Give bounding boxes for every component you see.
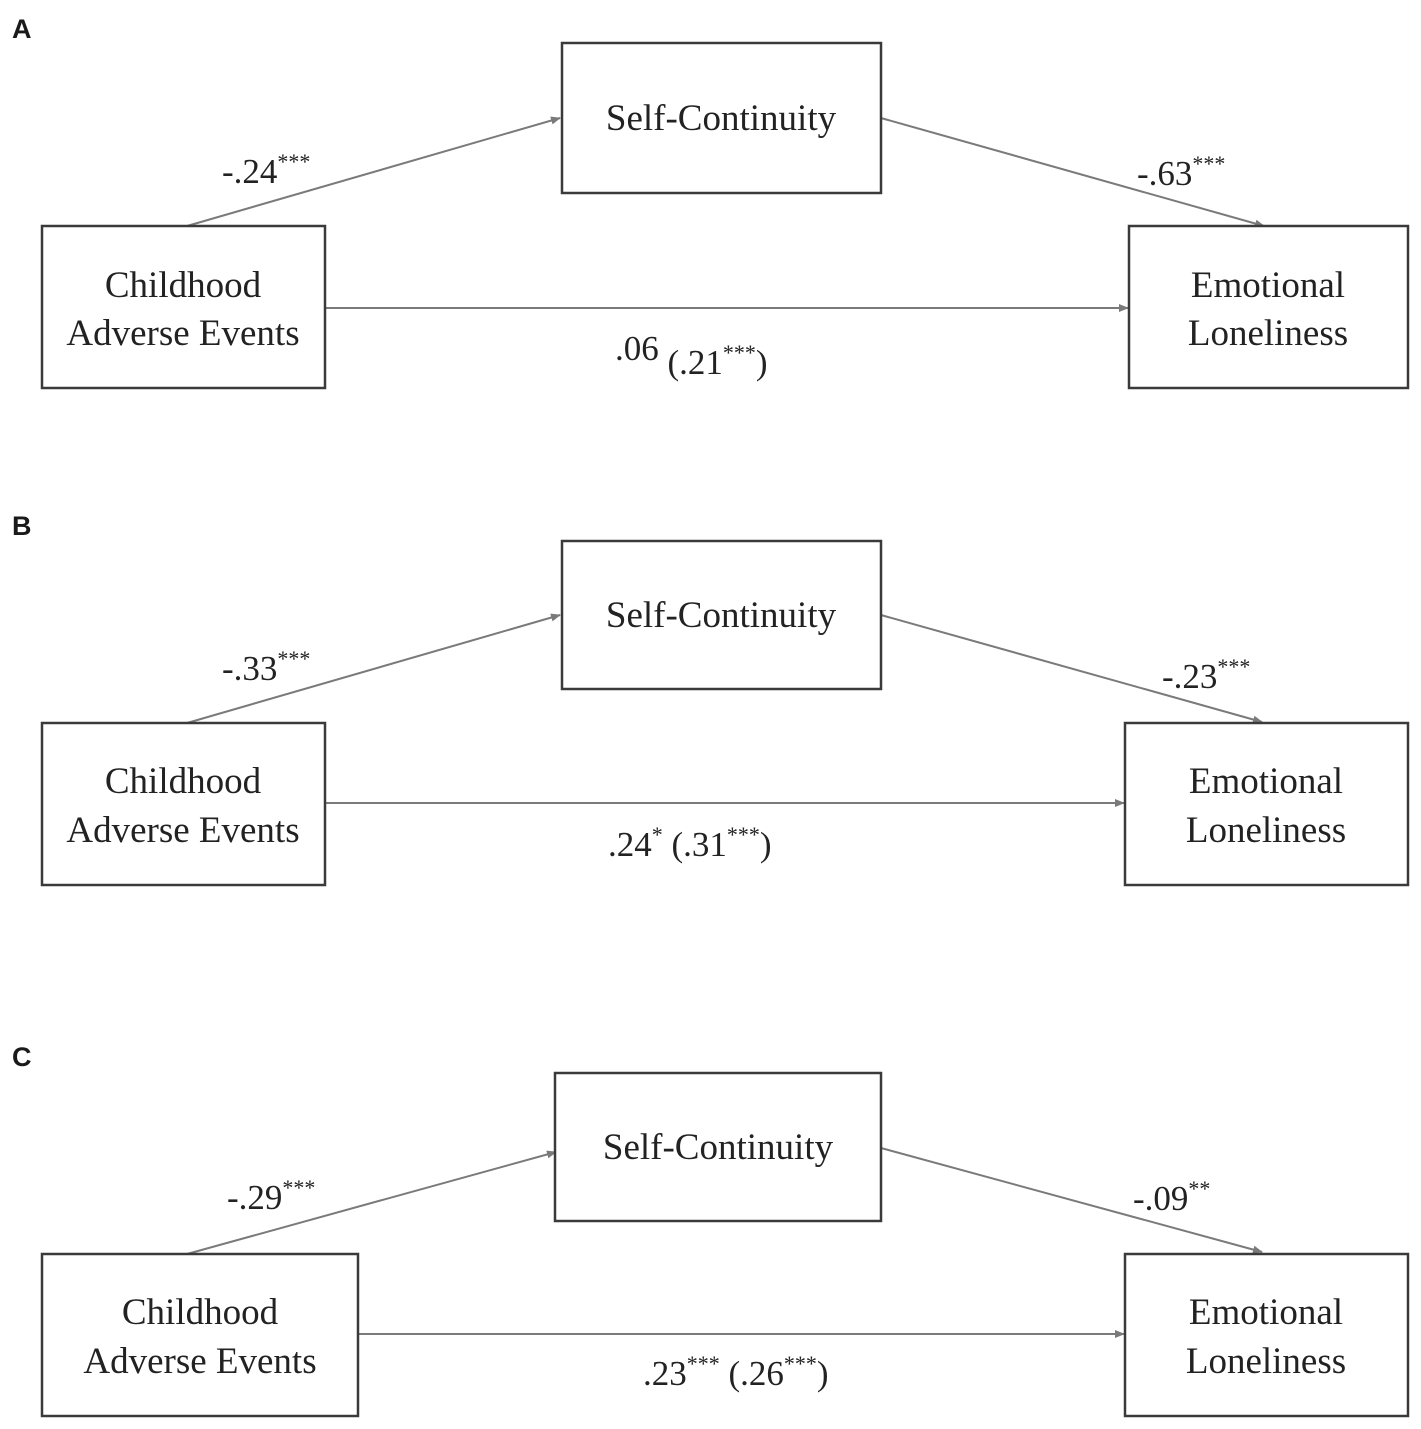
path-b-coefficient: -.09**: [1133, 1176, 1210, 1218]
outcome-label-line1: Emotional: [1191, 265, 1345, 306]
direct-stars: ***: [687, 1351, 720, 1376]
predictor-label-line2: Adverse Events: [66, 810, 299, 851]
path-a-stars: ***: [277, 646, 310, 671]
path-a-stars: ***: [282, 1175, 315, 1200]
outcome-box: [1123, 1252, 1410, 1418]
total-value: .31: [683, 825, 727, 864]
predictor-box: [40, 1252, 360, 1418]
direct-value: .24: [608, 825, 652, 864]
total-stars: ***: [727, 822, 760, 847]
total-stars: ***: [723, 340, 756, 365]
path-b-stars: ***: [1217, 654, 1250, 679]
predictor-label-line1: Childhood: [105, 265, 262, 306]
path-a-line: [186, 116, 561, 227]
direct-path-coefficient: .24* (.31***): [608, 822, 772, 864]
path-a-coefficient: -.24***: [222, 149, 310, 191]
path-a-value: -.33: [222, 649, 277, 688]
path-b-stars: ***: [1192, 151, 1225, 176]
mediator-box: [553, 1071, 883, 1223]
path-b-coefficient: -.63***: [1137, 151, 1225, 193]
predictor-box: [40, 224, 327, 390]
outcome-box: [1123, 721, 1410, 887]
predictor-label-line2: Adverse Events: [83, 1341, 316, 1382]
predictor-label-line1: Childhood: [105, 761, 262, 802]
outcome-label-line1: Emotional: [1189, 1292, 1343, 1333]
path-b-line: [880, 1147, 1263, 1254]
mediator-box: [560, 539, 883, 691]
path-b-coefficient: -.23***: [1162, 654, 1250, 696]
direct-value: .23: [643, 1354, 687, 1393]
direct-value: .06: [615, 329, 659, 368]
path-b-line: [880, 117, 1265, 228]
panel-b: B Self-Continuity Childhood Adverse Even…: [12, 511, 1410, 887]
predictor-label-line2: Adverse Events: [66, 313, 299, 354]
outcome-label-line2: Loneliness: [1186, 810, 1346, 851]
predictor-label-line1: Childhood: [122, 1292, 279, 1333]
path-a-coefficient: -.29***: [227, 1175, 315, 1217]
panel-label-b: B: [12, 511, 32, 541]
path-a-coefficient: -.33***: [222, 646, 310, 688]
panel-a: A Self-Continuity Childhood Adverse Even…: [12, 14, 1410, 390]
path-a-stars: ***: [277, 149, 310, 174]
total-stars: ***: [784, 1351, 817, 1376]
path-b-value: -.23: [1162, 657, 1217, 696]
outcome-box: [1127, 224, 1410, 390]
path-b-line: [880, 614, 1263, 724]
mediator-label: Self-Continuity: [603, 1127, 834, 1168]
path-a-value: -.29: [227, 1178, 282, 1217]
path-a-line: [186, 613, 561, 724]
path-b-stars: **: [1188, 1176, 1210, 1201]
path-b-value: -.09: [1133, 1179, 1188, 1218]
mediator-label: Self-Continuity: [606, 98, 837, 139]
panel-label-a: A: [12, 14, 32, 44]
outcome-label-line1: Emotional: [1189, 761, 1343, 802]
direct-path-coefficient: .23*** (.26***): [643, 1351, 829, 1393]
direct-path-coefficient: .06 (.21***): [615, 329, 768, 382]
path-a-line: [186, 1150, 557, 1255]
direct-stars: *: [652, 822, 663, 847]
total-value: .21: [679, 343, 723, 382]
path-b-value: -.63: [1137, 154, 1192, 193]
panel-label-c: C: [12, 1042, 32, 1072]
outcome-label-line2: Loneliness: [1188, 313, 1348, 354]
mediator-label: Self-Continuity: [606, 595, 837, 636]
mediator-box: [560, 41, 883, 195]
total-value: .26: [740, 1354, 784, 1393]
outcome-label-line2: Loneliness: [1186, 1341, 1346, 1382]
panel-c: C Self-Continuity Childhood Adverse Even…: [12, 1042, 1410, 1418]
path-a-value: -.24: [222, 152, 277, 191]
predictor-box: [40, 721, 327, 887]
